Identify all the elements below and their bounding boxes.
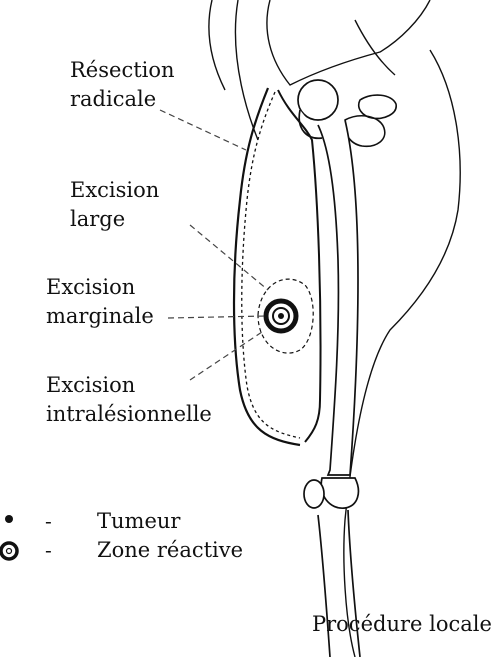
tumor-core (278, 313, 284, 319)
tumor-lesion (266, 301, 296, 331)
groin-curve (209, 0, 225, 90)
hip-contour (267, 0, 430, 85)
leader-marginal-excision (168, 316, 266, 318)
femoral-condyles (321, 478, 358, 508)
patella (304, 480, 324, 508)
medial-compartment-line (278, 90, 321, 442)
legend-tumor-text: Tumeur (97, 509, 180, 533)
legend-tumor-dash: - (45, 509, 52, 533)
pelvis (344, 95, 396, 146)
excision-planes (234, 88, 321, 445)
compartment-outer (234, 88, 300, 445)
ischium-shape (344, 116, 384, 146)
legend-item-reactive-zone: - Zone réactive (0, 538, 300, 568)
leader-wide-excision (190, 225, 268, 290)
obturator-shape (359, 95, 396, 118)
label-marginal-excision-line2: marginale (46, 302, 154, 331)
femoral-head (298, 80, 338, 120)
outer-thigh-contour (235, 0, 258, 140)
label-radical-resection-line1: Résection (70, 56, 175, 85)
label-radical-resection-line2: radicale (70, 85, 175, 114)
femur (298, 80, 360, 657)
label-wide-excision-line2: large (70, 205, 159, 234)
leader-radical-resection (160, 110, 246, 150)
label-marginal-excision: Excision marginale (46, 273, 154, 331)
legend-reactive-dash: - (45, 538, 52, 562)
compartment-inner (242, 92, 300, 438)
label-radical-resection: Résection radicale (70, 56, 175, 114)
medial-inner-curve (355, 20, 395, 75)
leader-lines (160, 110, 268, 380)
femur-shaft (318, 120, 358, 475)
legend-reactive-text: Zone réactive (97, 538, 243, 562)
label-wide-excision: Excision large (70, 176, 159, 234)
legend-item-tumor: - Tumeur (0, 509, 300, 539)
label-intralesional-excision-line1: Excision (46, 371, 212, 400)
label-intralesional-excision-line2: intralésionnelle (46, 400, 212, 429)
figure-caption: Procédure locale (312, 612, 492, 636)
buttock-contour (344, 50, 460, 657)
label-intralesional-excision: Excision intralésionnelle (46, 371, 212, 429)
label-wide-excision-line1: Excision (70, 176, 159, 205)
label-marginal-excision-line1: Excision (46, 273, 154, 302)
